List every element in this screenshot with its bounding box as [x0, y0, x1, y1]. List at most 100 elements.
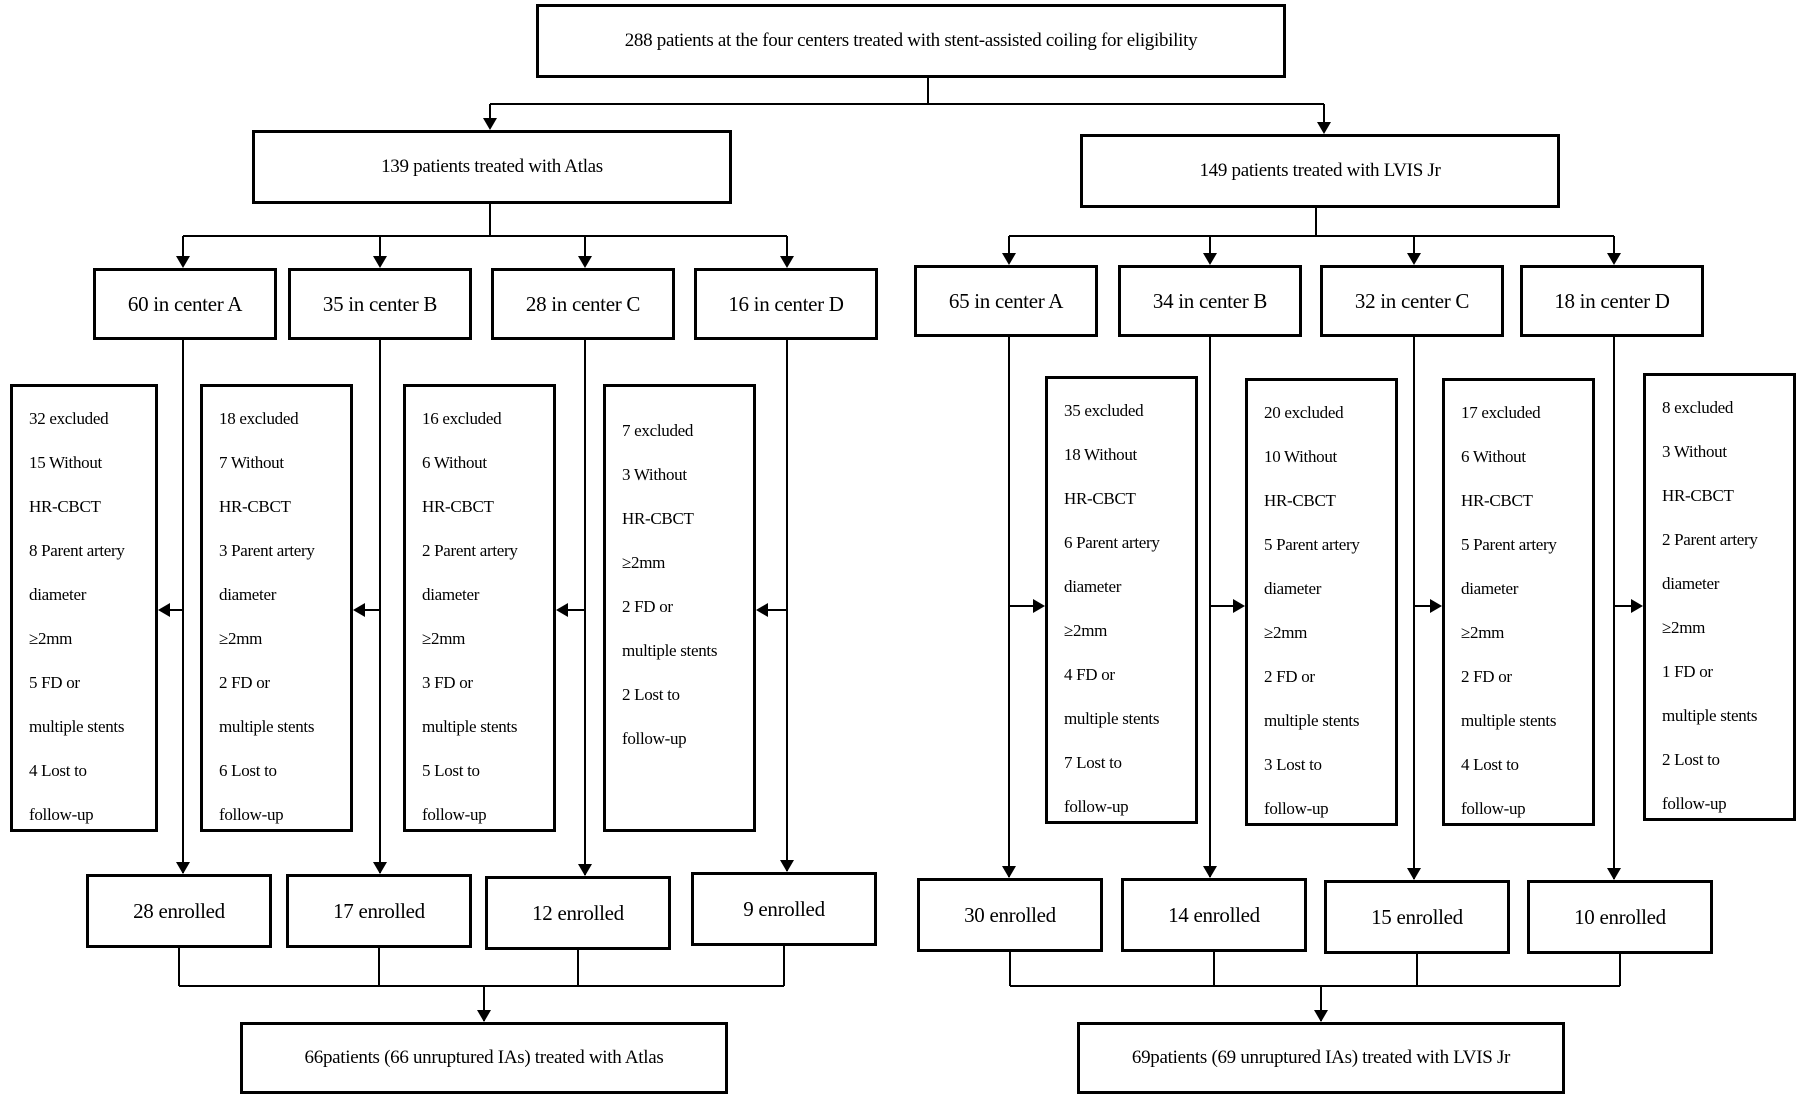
excluded-line: ≥2mm: [1264, 623, 1308, 642]
excluded-line: 5 FD or: [29, 673, 80, 692]
excluded-line: 18 Without: [1064, 445, 1137, 464]
atlas-center-c-enrolled-box: 12 enrolled: [485, 876, 671, 950]
excluded-line: 2 FD or: [1264, 667, 1315, 686]
excluded-line: 7 excluded: [622, 421, 694, 440]
excluded-line: 4 FD or: [1064, 665, 1115, 684]
excluded-line: 8 excluded: [1662, 398, 1734, 417]
excluded-line: HR-CBCT: [622, 509, 694, 528]
arrow-head: [1203, 253, 1217, 265]
excluded-line: diameter: [29, 585, 87, 604]
excluded-line: HR-CBCT: [422, 497, 494, 516]
lvis-result-box: 69patients (69 unruptured IAs) treated w…: [1077, 1022, 1565, 1094]
arrow-head: [373, 256, 387, 268]
atlas-center-d-enrolled-box: 9 enrolled: [691, 872, 877, 946]
excluded-line: ≥2mm: [1662, 618, 1706, 637]
atlas-center-a-box: 60 in center A: [93, 268, 277, 340]
excluded-line: 2 Lost to: [1662, 750, 1720, 769]
atlas-center-b-box: 35 in center B: [288, 268, 472, 340]
arrow-head: [477, 1010, 491, 1022]
arrow-head: [1002, 866, 1016, 878]
excluded-line: 2 Parent artery: [1662, 530, 1758, 549]
excluded-line: 35 excluded: [1064, 401, 1144, 420]
excluded-line: 1 FD or: [1662, 662, 1713, 681]
arrow-head: [578, 256, 592, 268]
excluded-line: diameter: [1461, 579, 1519, 598]
excluded-line: follow-up: [1662, 794, 1727, 813]
arrow-head: [1407, 868, 1421, 880]
atlas-result-box: 66patients (66 unruptured IAs) treated w…: [240, 1022, 728, 1094]
lvis-group-box: 149 patients treated with LVIS Jr: [1080, 134, 1560, 208]
arrow-head: [158, 603, 170, 617]
atlas-center-b-enrolled-box: 17 enrolled: [286, 874, 472, 948]
arrow-head: [1317, 122, 1331, 134]
excluded-line: HR-CBCT: [29, 497, 101, 516]
atlas-center-c-excluded-box: 16 excluded 6 Without HR-CBCT 2 Parent a…: [403, 384, 556, 832]
excluded-line: 2 FD or: [219, 673, 270, 692]
excluded-line: follow-up: [622, 729, 687, 748]
arrow-head: [176, 862, 190, 874]
excluded-line: 3 FD or: [422, 673, 473, 692]
excluded-line: 32 excluded: [29, 409, 109, 428]
excluded-line: 7 Without: [219, 453, 284, 472]
excluded-line: 2 Parent artery: [422, 541, 518, 560]
excluded-line: 3 Parent artery: [219, 541, 315, 560]
lvis-center-a-excluded-box: 35 excluded 18 Without HR-CBCT 6 Parent …: [1045, 376, 1198, 824]
excluded-line: 18 excluded: [219, 409, 299, 428]
lvis-center-d-box: 18 in center D: [1520, 265, 1704, 337]
arrow-head: [1203, 866, 1217, 878]
arrow-head: [1033, 599, 1045, 613]
lvis-center-d-excluded-box: 8 excluded 3 Without HR-CBCT 2 Parent ar…: [1643, 373, 1796, 821]
excluded-line: HR-CBCT: [1064, 489, 1136, 508]
arrow-head: [1407, 253, 1421, 265]
atlas-center-d-excluded-box: 7 excluded 3 Without HR-CBCT ≥2mm 2 FD o…: [603, 384, 756, 832]
excluded-line: ≥2mm: [1461, 623, 1505, 642]
excluded-line: 4 Lost to: [1461, 755, 1519, 774]
excluded-line: 17 excluded: [1461, 403, 1541, 422]
excluded-line: ≥2mm: [219, 629, 263, 648]
arrow-head: [1607, 868, 1621, 880]
eligibility-box: 288 patients at the four centers treated…: [536, 4, 1286, 78]
excluded-line: 7 Lost to: [1064, 753, 1122, 772]
arrow-head: [176, 256, 190, 268]
arrow-head: [1631, 599, 1643, 613]
excluded-line: follow-up: [219, 805, 284, 824]
excluded-line: HR-CBCT: [1264, 491, 1336, 510]
arrow-head: [353, 603, 365, 617]
excluded-line: HR-CBCT: [219, 497, 291, 516]
arrow-head: [373, 862, 387, 874]
atlas-group-box: 139 patients treated with Atlas: [252, 130, 732, 204]
arrow-head: [556, 603, 568, 617]
excluded-line: ≥2mm: [622, 553, 666, 572]
excluded-line: diameter: [1662, 574, 1720, 593]
excluded-line: HR-CBCT: [1461, 491, 1533, 510]
atlas-center-c-box: 28 in center C: [491, 268, 675, 340]
excluded-line: follow-up: [1064, 797, 1129, 816]
lvis-center-b-enrolled-box: 14 enrolled: [1121, 878, 1307, 952]
arrow-head: [756, 603, 768, 617]
excluded-line: multiple stents: [1662, 706, 1758, 725]
lvis-center-b-excluded-box: 20 excluded 10 Without HR-CBCT 5 Parent …: [1245, 378, 1398, 826]
excluded-line: multiple stents: [422, 717, 518, 736]
atlas-center-a-excluded-box: 32 excluded 15 Without HR-CBCT 8 Parent …: [10, 384, 158, 832]
arrow-head: [578, 864, 592, 876]
excluded-line: 10 Without: [1264, 447, 1337, 466]
excluded-line: multiple stents: [29, 717, 125, 736]
excluded-line: multiple stents: [622, 641, 718, 660]
excluded-line: 2 Lost to: [622, 685, 680, 704]
excluded-line: 4 Lost to: [29, 761, 87, 780]
arrow-head: [1002, 253, 1016, 265]
atlas-center-a-enrolled-box: 28 enrolled: [86, 874, 272, 948]
atlas-center-d-box: 16 in center D: [694, 268, 878, 340]
arrow-head: [1314, 1010, 1328, 1022]
excluded-line: multiple stents: [1064, 709, 1160, 728]
lvis-center-d-enrolled-box: 10 enrolled: [1527, 880, 1713, 954]
excluded-line: follow-up: [1461, 799, 1526, 818]
lvis-center-c-enrolled-box: 15 enrolled: [1324, 880, 1510, 954]
arrow-head: [780, 256, 794, 268]
excluded-line: follow-up: [29, 805, 94, 824]
excluded-line: 6 Lost to: [219, 761, 277, 780]
atlas-center-b-excluded-box: 18 excluded 7 Without HR-CBCT 3 Parent a…: [200, 384, 353, 832]
arrow-head: [1430, 599, 1442, 613]
